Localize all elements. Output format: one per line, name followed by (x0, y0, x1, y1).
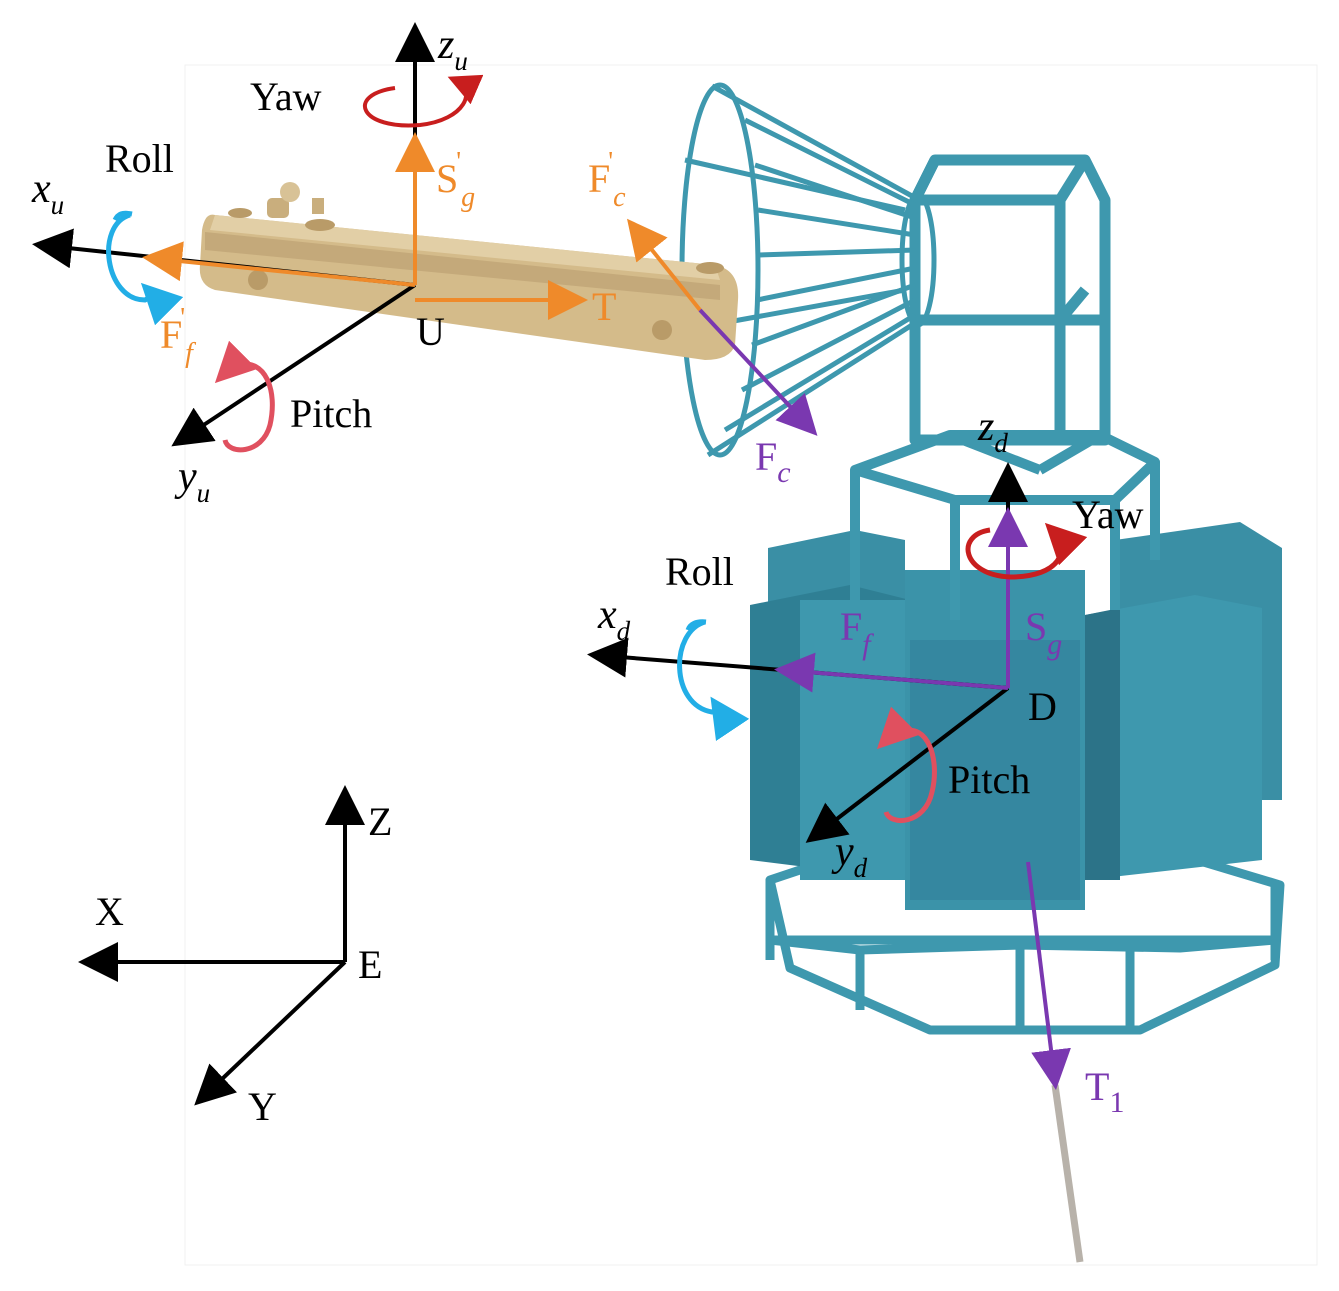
xd-label: xd (597, 592, 631, 646)
yaw-u-label: Yaw (250, 74, 322, 119)
yu-label: yu (174, 454, 210, 508)
t1-label: T1 (1085, 1064, 1124, 1119)
roll-u-label: Roll (105, 136, 174, 181)
yd-label: yd (831, 829, 868, 883)
block-front-right-edge (1085, 608, 1120, 880)
origin-d-label: D (1028, 684, 1057, 729)
docking-frame (587, 462, 1088, 1090)
t-label: T (592, 284, 616, 329)
earth-x-label: X (95, 889, 124, 934)
earth-z-label: Z (368, 799, 392, 844)
ff-prime-arrow (142, 241, 416, 287)
fc-prime-arrow (627, 218, 702, 312)
pitch-u-label: Pitch (290, 391, 372, 436)
yaw-d-arrow-icon (965, 522, 1088, 580)
roll-d-label: Roll (665, 549, 734, 594)
sg-label: Sg (1025, 604, 1062, 661)
yaw-u-arrow-icon (363, 74, 484, 128)
fc-label: Fc (755, 434, 791, 489)
earth-y-label: Y (248, 1084, 277, 1129)
uav-body (199, 182, 739, 360)
earth-y-axis (194, 960, 347, 1106)
zd-label: zd (977, 404, 1008, 458)
pitch-d-label: Pitch (948, 757, 1030, 802)
roll-u-arrow-icon (106, 212, 184, 326)
uav-frame (32, 22, 588, 453)
ff-prime-label: F'f (160, 302, 196, 369)
tower (909, 154, 1111, 446)
origin-u-label: U (416, 309, 445, 354)
xu-label: xu (31, 166, 64, 220)
fc-prime-label: F'c (588, 146, 626, 213)
fc-arrow (698, 308, 818, 436)
t1-arrow (1026, 861, 1071, 1090)
roll-d-arrow-icon (677, 619, 750, 742)
tether (1051, 1084, 1084, 1263)
zu-label: zu (437, 22, 468, 76)
earth-origin-label: E (358, 942, 382, 987)
yaw-d-label: Yaw (1072, 492, 1144, 537)
yd-axis (805, 686, 1010, 843)
sg-prime-label: S'g (436, 146, 475, 213)
pitch-d-arrow-icon (883, 727, 937, 824)
ff-arrow (774, 652, 1009, 693)
yu-axis (171, 283, 417, 447)
earth-frame (78, 785, 365, 1106)
block-front-right (1085, 595, 1262, 880)
